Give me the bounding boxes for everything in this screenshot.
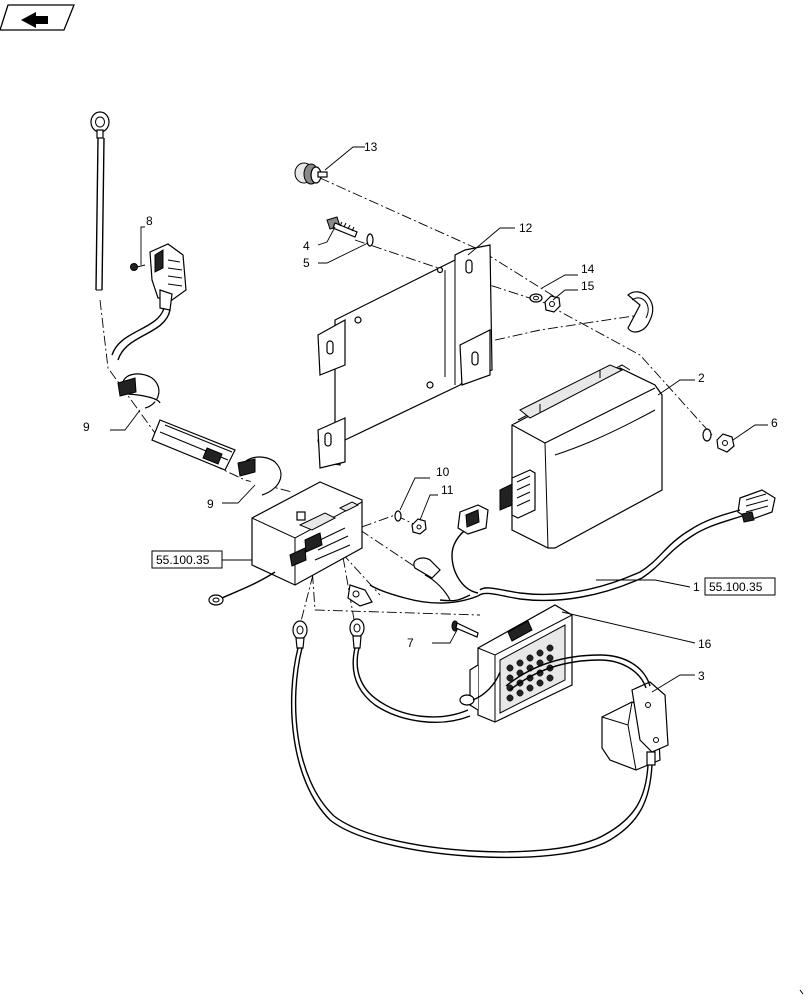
callout-8: 8 (146, 214, 153, 228)
back-arrow-icon (21, 12, 48, 28)
callout-10: 10 (436, 465, 450, 479)
callout-9-upper: 9 (83, 420, 90, 434)
callout-16: 16 (698, 637, 712, 651)
screw-8 (130, 263, 146, 271)
callout-4: 4 (303, 239, 310, 253)
sensor-module-3 (505, 654, 669, 771)
bolt-4 (326, 216, 358, 238)
reference-link-right[interactable]: 55.100.35 (704, 577, 776, 596)
callout-15: 15 (581, 279, 595, 293)
callout-5: 5 (303, 256, 310, 270)
callout-11: 11 (441, 483, 454, 497)
strap-clip (627, 291, 654, 333)
multipin-connector-16 (459, 604, 573, 723)
screw-7 (451, 620, 479, 638)
washer-5 (366, 233, 374, 247)
cable-tie-9-lower (237, 456, 282, 496)
nav-back-button[interactable] (0, 4, 75, 31)
callout-3: 3 (698, 669, 705, 683)
callout-7: 7 (407, 636, 414, 650)
nut-6 (702, 428, 735, 453)
callout-14: 14 (581, 262, 595, 276)
ground-lead-eyelet (90, 111, 110, 291)
callout-9-lower: 9 (207, 497, 214, 511)
mounting-plate-12 (317, 244, 493, 469)
svg-text:55.100.35: 55.100.35 (156, 553, 210, 567)
washer-14 (529, 293, 543, 303)
callout-13: 13 (364, 140, 378, 154)
cable-tie-9-upper (117, 373, 161, 409)
wire-conduit (151, 419, 236, 471)
nut-15 (544, 295, 561, 313)
callout-12: 12 (519, 221, 533, 235)
sensor-connector (111, 243, 187, 361)
callout-1: 1 (693, 580, 700, 594)
svg-text:55.100.35: 55.100.35 (709, 580, 763, 594)
ground-leads (290, 618, 653, 859)
screw-10 (394, 510, 402, 522)
leader-lines (110, 146, 768, 693)
callout-6: 6 (771, 416, 778, 430)
nut-11 (411, 518, 427, 535)
callout-labels: 13 8 4 5 12 14 15 9 2 6 9 10 11 1 7 16 3 (83, 140, 778, 683)
junction-box (208, 481, 363, 606)
control-module-2 (499, 364, 663, 549)
reference-link-left[interactable]: 55.100.35 (151, 550, 223, 569)
rubber-isolator-13 (294, 162, 328, 185)
callout-2: 2 (698, 371, 705, 385)
corner-mark (799, 989, 804, 995)
